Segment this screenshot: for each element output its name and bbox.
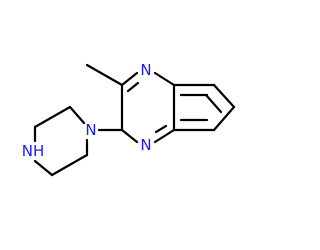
bond-pip-nh-lower: [33, 159, 54, 177]
bond-pip-lower: [50, 153, 89, 177]
bond-benzene-right-inner: [204, 93, 223, 114]
molecule-diagram: N N N NH: [22, 61, 236, 177]
atom-labels: N N N NH: [22, 61, 152, 160]
bond-n-to-c2: [120, 71, 139, 87]
ring-nitrogen-bottom: N: [140, 136, 151, 154]
bond-methyl: [85, 63, 124, 87]
piperazine-nitrogen-attach: N: [85, 121, 96, 139]
piperazine-nh: NH: [22, 142, 45, 160]
bond-benzene-top-right: [212, 83, 236, 109]
bond-n-to-c2-inner: [126, 81, 140, 93]
bond-c3-to-n: [120, 128, 139, 144]
bond-fusion-top-to-n: [153, 71, 176, 87]
bond-pip-n-upper: [68, 105, 86, 125]
bond-benzene-bottom-right: [212, 105, 236, 132]
bond-n-to-fusion-bottom-inner: [154, 124, 168, 134]
bond-pip-upper: [33, 105, 72, 129]
bond-n-to-fusion-bottom: [153, 128, 176, 144]
ring-nitrogen-top: N: [140, 61, 151, 79]
bonds: [33, 63, 236, 177]
structure-canvas: N N N NH: [22, 61, 236, 177]
